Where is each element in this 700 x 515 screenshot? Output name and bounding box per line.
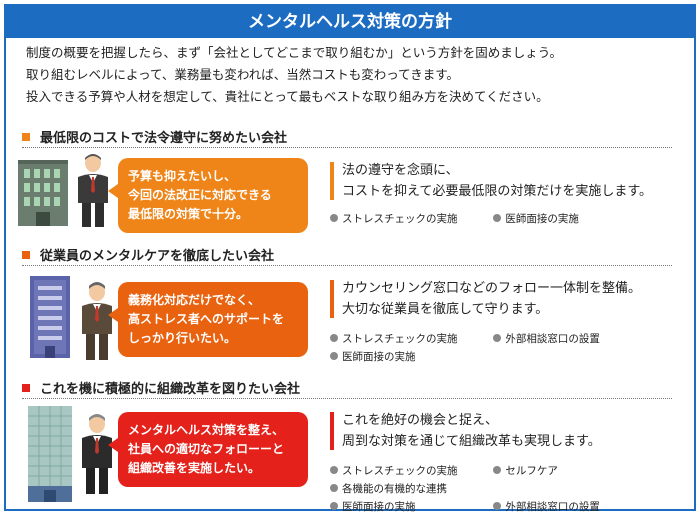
- measure-list: ストレスチェックの実施 医師面接の実施: [330, 210, 589, 228]
- speech-bubble: 予算も抑えたいし、 今回の法改正に対応できる 最低限の対策で十分。: [108, 158, 308, 233]
- section-heading-text: 従業員のメンタルケアを徹底したい会社: [40, 249, 275, 264]
- bubble-line: 高ストレス者へのサポートを: [128, 312, 285, 326]
- bullet-icon: [493, 214, 502, 222]
- measure-item: 外部相談窓口の設置: [493, 330, 600, 348]
- section-heading-reform: これを機に積極的に組織改革を図りたい会社: [22, 378, 670, 397]
- bullet-icon: [330, 466, 338, 474]
- bubble-line: しっかり行いたい。: [128, 331, 237, 345]
- measure-item: 医師面接の実施: [330, 498, 480, 515]
- intro-line: 取り組むレベルによって、業務量も変われば、当然コストも変わってきます。: [26, 67, 460, 82]
- page-title: メンタルヘルス対策の方針: [6, 6, 694, 38]
- bubble-line: 組織改善を実施したい。: [128, 461, 261, 475]
- accent-bar: [330, 280, 334, 318]
- bubble-line: 予算も抑えたいし、: [128, 169, 237, 183]
- bullet-icon: [493, 334, 502, 342]
- divider: [22, 147, 672, 148]
- bubble-line: 今回の法改正に対応できる: [128, 188, 272, 202]
- description-line: カウンセリング窓口などのフォロー一体制を整備。: [342, 281, 642, 296]
- bullet-icon: [330, 484, 338, 492]
- bullet-icon: [330, 214, 338, 222]
- section-heading-text: これを機に積極的に組織改革を図りたい会社: [40, 382, 301, 397]
- accent-bar: [330, 412, 334, 450]
- section-heading-care: 従業員のメンタルケアを徹底したい会社: [22, 245, 670, 264]
- speech-bubble: 義務化対応だけでなく、 高ストレス者へのサポートを しっかり行いたい。: [108, 282, 308, 357]
- measure-list: ストレスチェックの実施 外部相談窓口の設置 医師面接の実施: [330, 330, 610, 366]
- section-description: 法の遵守を念頭に、 コストを抑えて必要最低限の対策だけを実施します。: [330, 160, 690, 202]
- bullet-icon: [330, 334, 338, 342]
- businessman-icon: [82, 414, 112, 494]
- policy-panel: メンタルヘルス対策の方針: [4, 4, 696, 511]
- red-square-icon: [22, 383, 30, 392]
- office-building-icon: [30, 276, 70, 358]
- description-line: 法の遵守を念頭に、: [342, 163, 459, 178]
- bubble-line: 義務化対応だけでなく、: [128, 293, 261, 307]
- section-heading-minimum: 最低限のコストで法令遵守に努めたい会社: [22, 127, 670, 146]
- measure-item: 外部相談窓口の設置: [493, 498, 600, 515]
- office-building-icon: [28, 406, 72, 502]
- section-description: これを絶好の機会と捉え、 周到な対策を通じて組織改革も実現します。: [330, 410, 690, 452]
- intro-text: 制度の概要を把握したら、まず「会社としてどこまで取り組むか」という方針を固めまし…: [26, 42, 676, 108]
- measure-item: ストレスチェックの実施: [330, 210, 480, 228]
- bullet-icon: [493, 502, 502, 510]
- bullet-icon: [330, 352, 338, 360]
- intro-line: 投入できる予算や人材を想定して、貴社にとって最もベストな取り組み方を決めてくださ…: [26, 89, 549, 104]
- description-line: 周到な対策を通じて組織改革も実現します。: [342, 434, 601, 449]
- description-line: コストを抑えて必要最低限の対策だけを実施します。: [342, 184, 653, 199]
- measure-item: ストレスチェックの実施: [330, 330, 480, 348]
- section-description: カウンセリング窓口などのフォロー一体制を整備。 大切な従業員を徹底して守ります。: [330, 278, 690, 320]
- bubble-line: 社員への適切なフォローーと: [128, 442, 285, 456]
- measure-item: 医師面接の実施: [330, 348, 416, 366]
- businessman-icon: [78, 154, 108, 227]
- divider: [22, 398, 672, 399]
- measure-item: 各機能の有機的な連携: [330, 480, 447, 498]
- divider: [22, 265, 672, 266]
- measure-item: セルフケア: [493, 462, 581, 480]
- office-building-icon: [18, 160, 68, 226]
- measure-item: ストレスチェックの実施: [330, 462, 480, 480]
- orange-square-icon: [22, 132, 30, 141]
- measure-item: 医師面接の実施: [493, 210, 579, 228]
- description-line: これを絶好の機会と捉え、: [342, 413, 499, 428]
- description-line: 大切な従業員を徹底して守ります。: [342, 302, 549, 317]
- bubble-line: メンタルヘルス対策を整え、: [128, 423, 285, 437]
- orange-square-icon: [22, 250, 30, 259]
- accent-bar: [330, 162, 334, 200]
- businessman-icon: [82, 282, 112, 360]
- bullet-icon: [493, 466, 502, 474]
- speech-bubble: メンタルヘルス対策を整え、 社員への適切なフォローーと 組織改善を実施したい。: [108, 412, 308, 487]
- bullet-icon: [330, 502, 338, 510]
- measure-list: ストレスチェックの実施 セルフケア 各機能の有機的な連携 医師面接の実施 外部相…: [330, 462, 700, 515]
- section-heading-text: 最低限のコストで法令遵守に努めたい会社: [40, 131, 288, 146]
- bubble-line: 最低限の対策で十分。: [128, 207, 249, 221]
- intro-line: 制度の概要を把握したら、まず「会社としてどこまで取り組むか」という方針を固めまし…: [26, 45, 563, 60]
